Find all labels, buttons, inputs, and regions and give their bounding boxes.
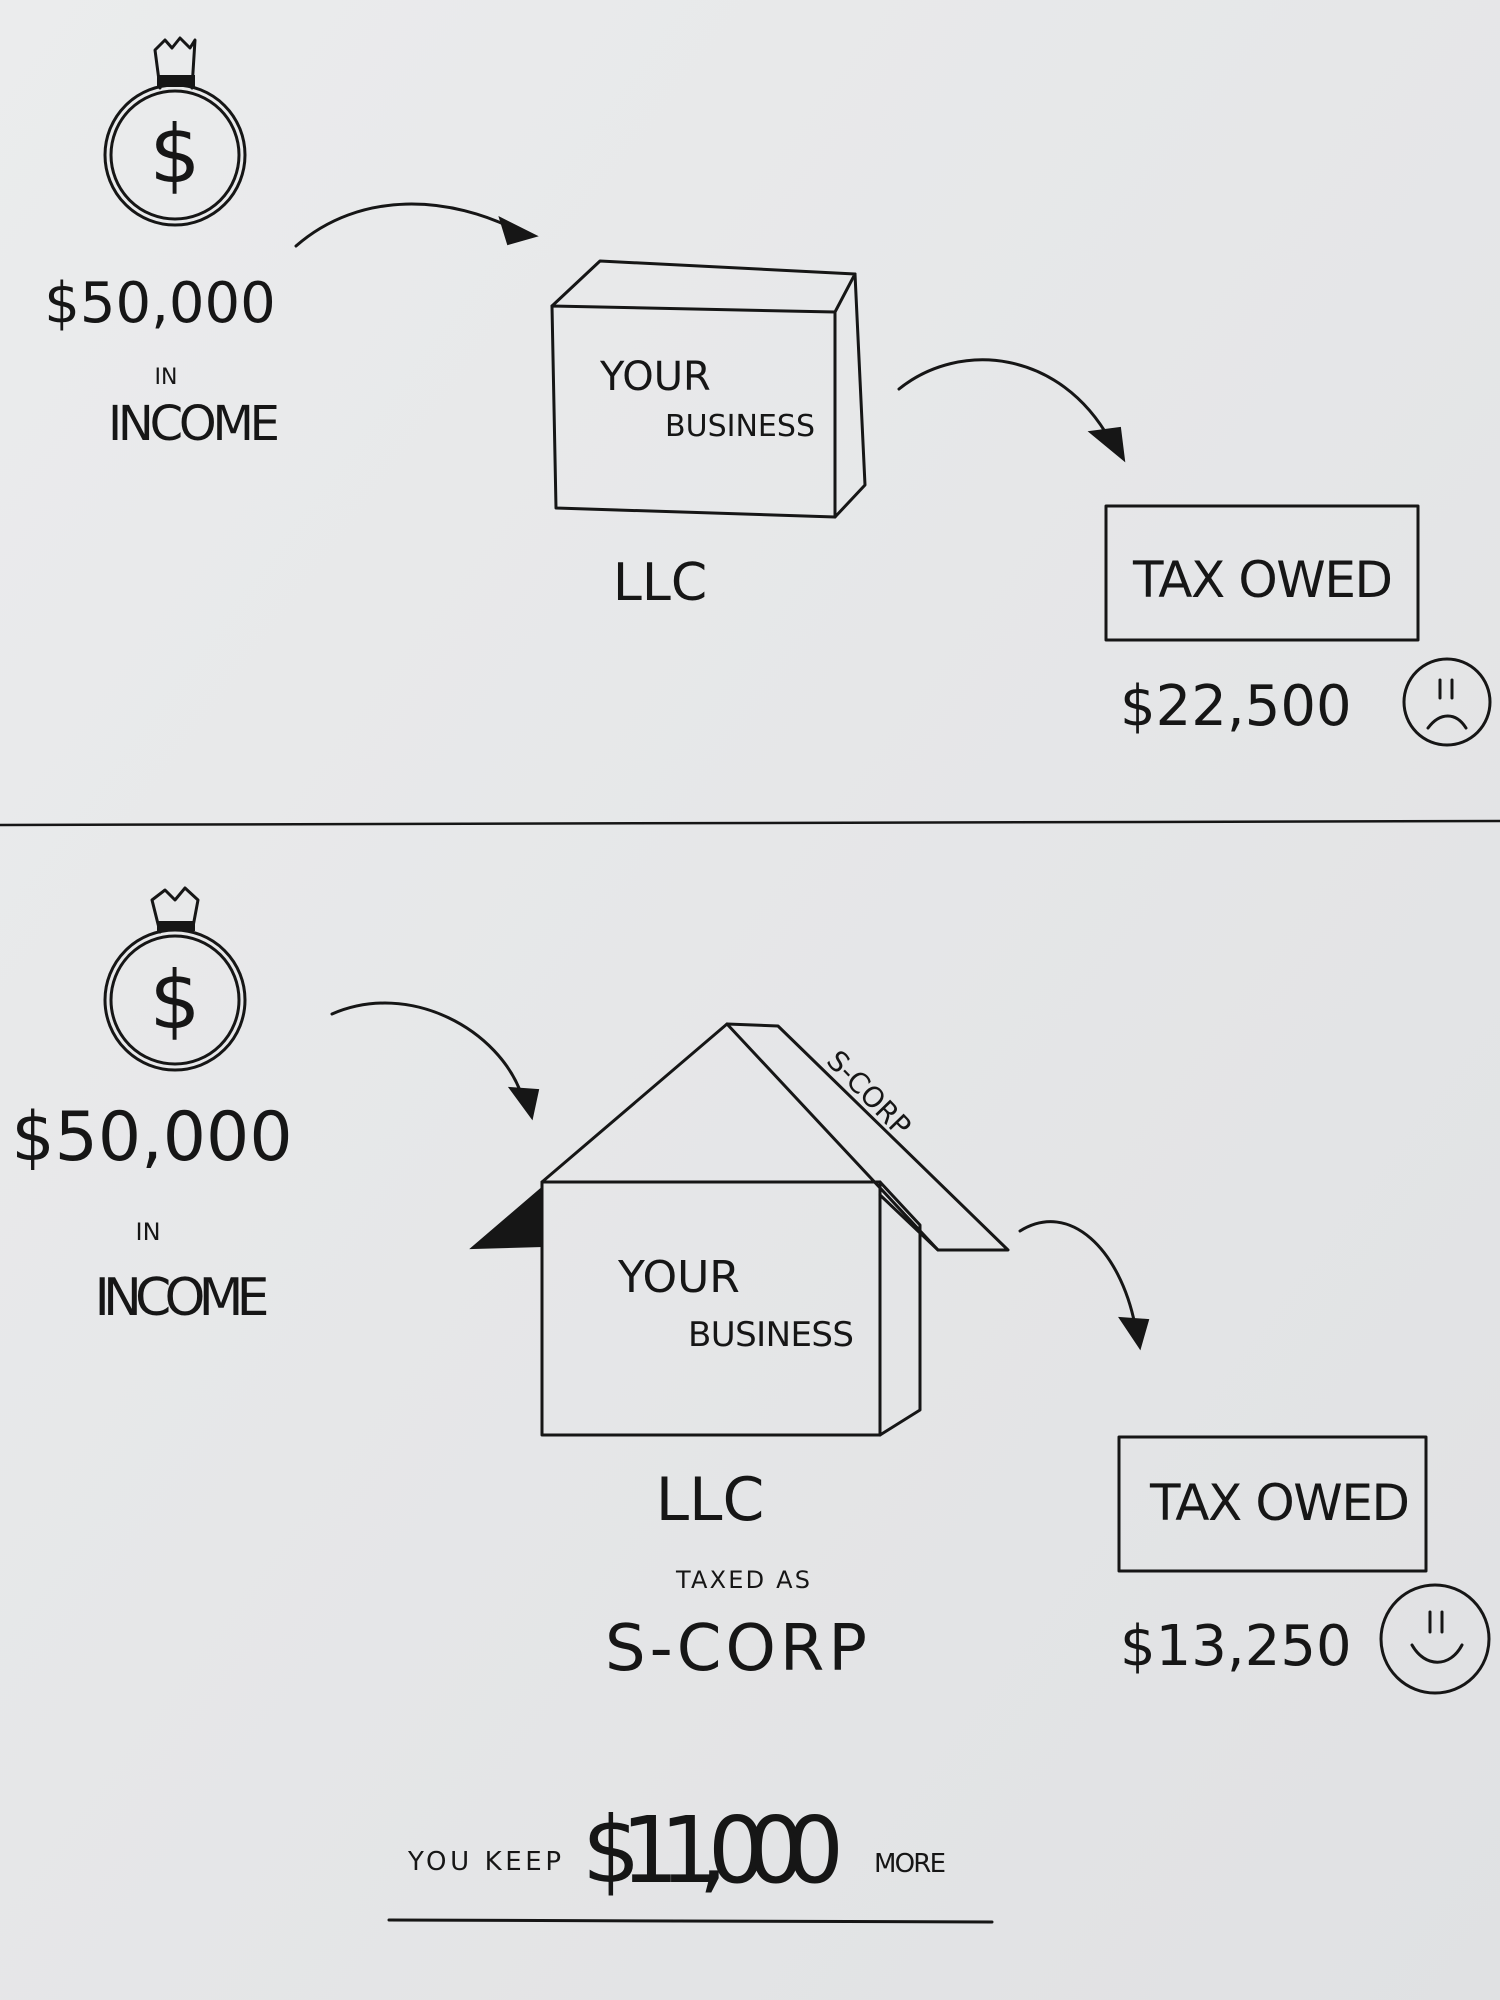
arrow-business-to-tax-icon bbox=[897, 358, 1126, 463]
svg-text:$: $ bbox=[150, 108, 201, 201]
llc-money-bag-icon: $ bbox=[103, 36, 247, 227]
scorp-entity-label: LLC bbox=[656, 1465, 765, 1535]
scorp-business-line1: YOUR bbox=[617, 1252, 740, 1303]
llc-business-box-icon bbox=[550, 259, 867, 519]
tax-status-label: S-CORP bbox=[605, 1612, 867, 1686]
arrow-income-to-house-icon bbox=[330, 1001, 540, 1121]
llc-business-line1: YOUR bbox=[599, 354, 711, 400]
smile-face-icon bbox=[1379, 1583, 1491, 1695]
svg-text:$: $ bbox=[150, 954, 201, 1047]
scorp-tax-owed-label: TAX OWED bbox=[1149, 1474, 1410, 1532]
llc-income-amount: $50,000 bbox=[44, 271, 276, 336]
scorp-tax-owed-box bbox=[1117, 1435, 1428, 1573]
frown-face-icon bbox=[1402, 657, 1492, 747]
llc-income-in: IN bbox=[155, 365, 178, 390]
summary-underline bbox=[387, 1918, 994, 1924]
section-divider bbox=[0, 819, 1500, 827]
taxed-as-label: TAXED AS bbox=[675, 1566, 810, 1594]
arrow-income-to-business-icon bbox=[294, 202, 539, 248]
scorp-house-icon bbox=[469, 1022, 1010, 1437]
scorp-money-bag-icon: $ bbox=[103, 886, 247, 1072]
llc-business-line2: BUSINESS bbox=[665, 409, 815, 444]
scorp-business-line2: BUSINESS bbox=[688, 1315, 854, 1355]
summary-suffix: MORE bbox=[874, 1849, 946, 1879]
scorp-income-label: INCOME bbox=[95, 1268, 270, 1328]
scorp-tax-amount: $13,250 bbox=[1120, 1614, 1352, 1679]
scorp-income-amount: $50,000 bbox=[11, 1098, 292, 1177]
arrow-house-to-tax-icon bbox=[1018, 1220, 1150, 1351]
summary-amount: $11,000 bbox=[582, 1797, 844, 1904]
llc-tax-owed-box bbox=[1104, 504, 1420, 642]
llc-income-label: INCOME bbox=[108, 396, 280, 452]
llc-entity-label: LLC bbox=[613, 553, 707, 613]
llc-tax-amount: $22,500 bbox=[1120, 674, 1352, 739]
scorp-income-in: IN bbox=[135, 1218, 160, 1246]
llc-tax-owed-label: TAX OWED bbox=[1132, 551, 1393, 609]
summary-prefix: YOU KEEP bbox=[407, 1847, 561, 1877]
